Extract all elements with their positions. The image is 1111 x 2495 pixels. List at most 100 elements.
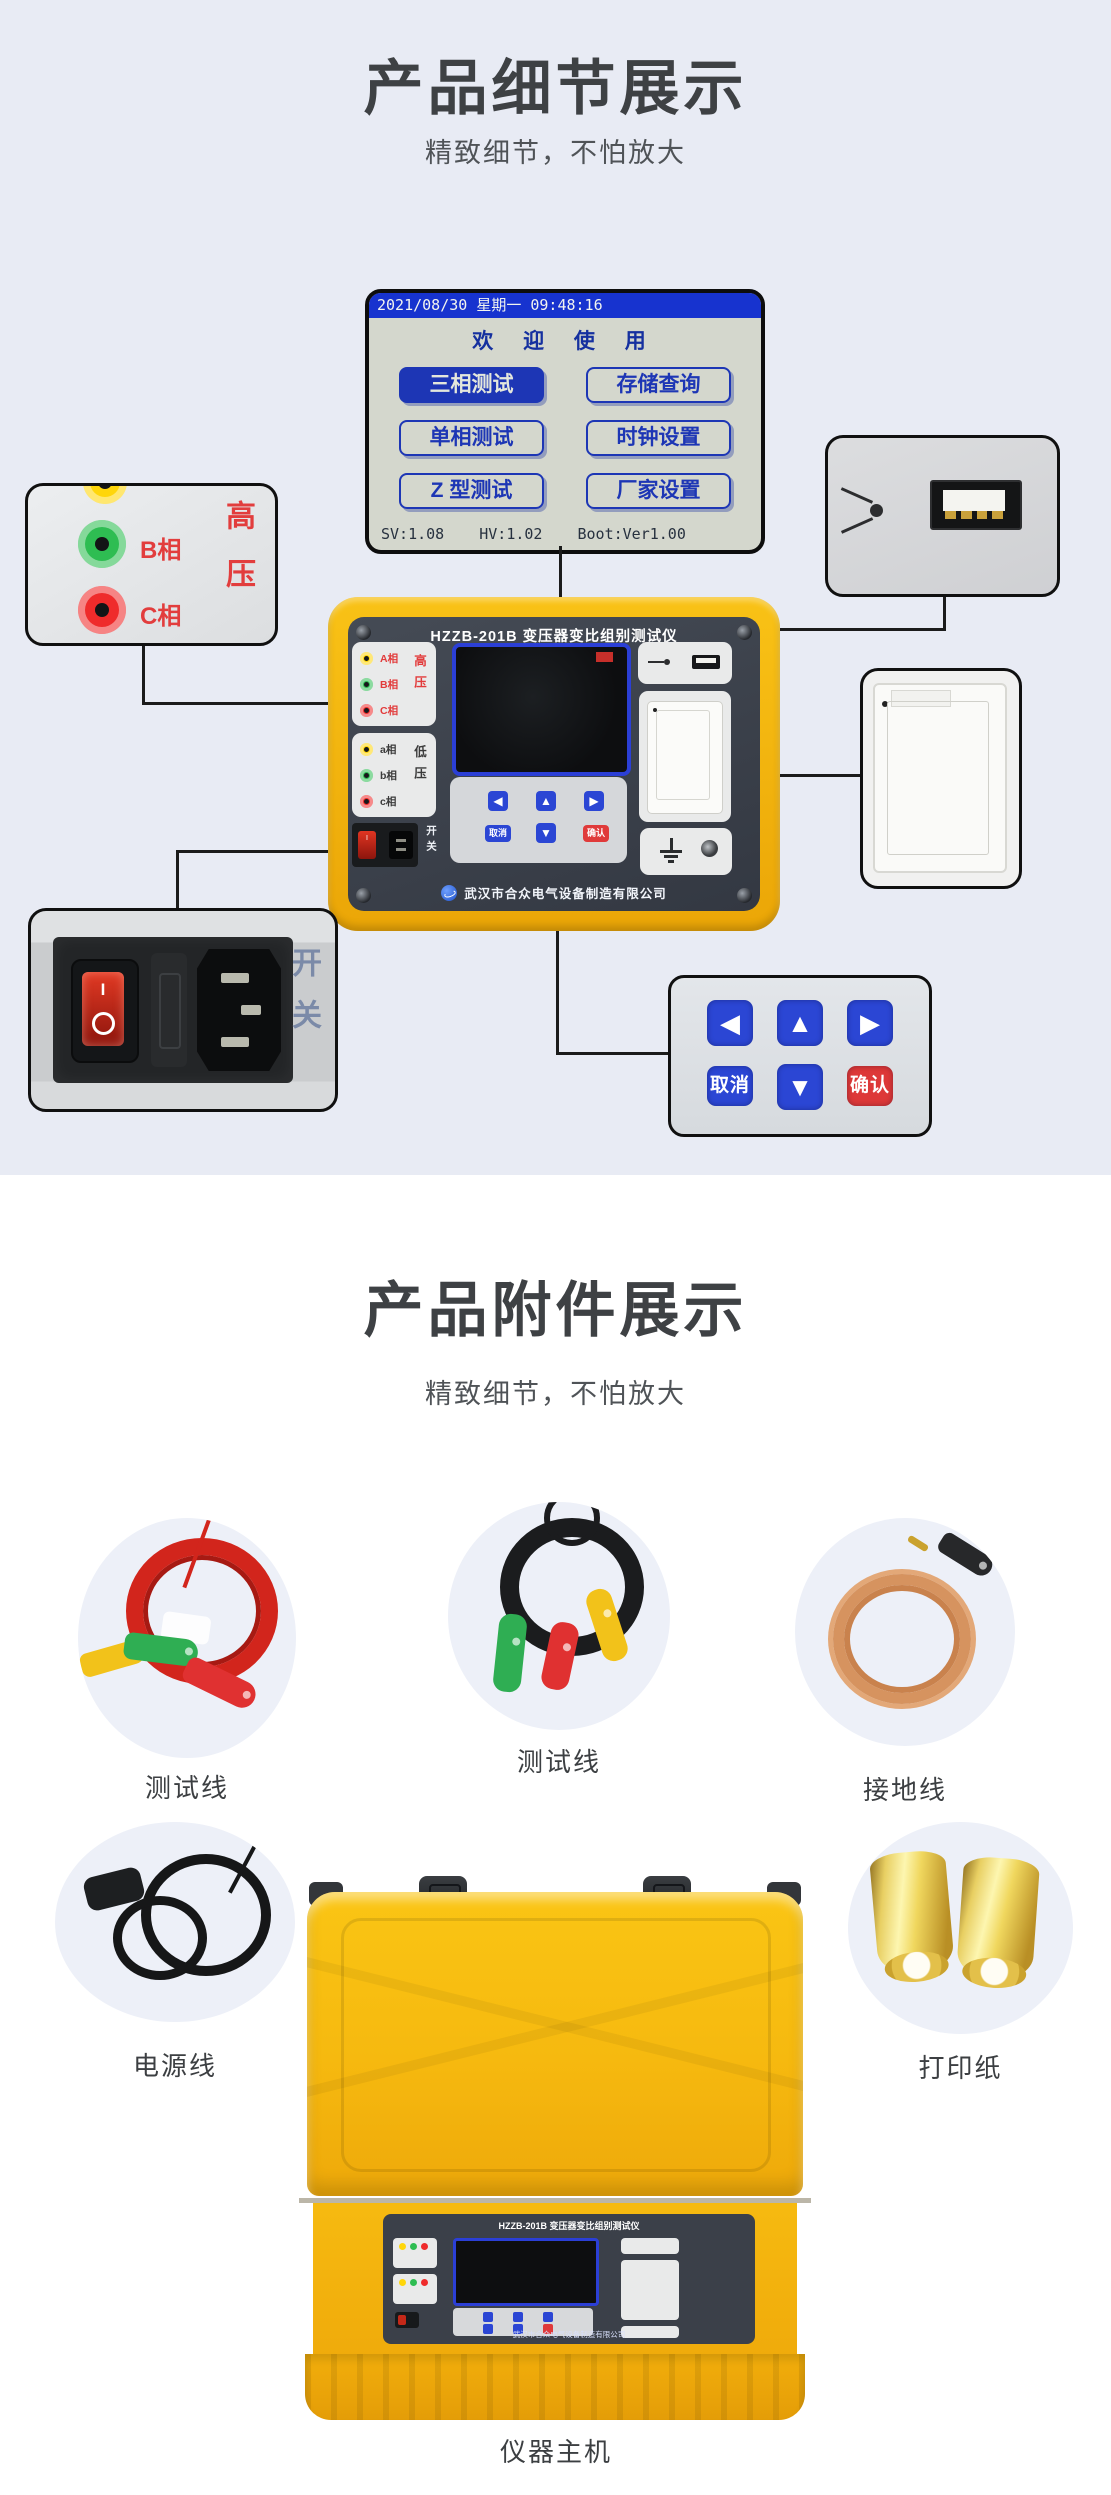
callout-line-keypad-vertical xyxy=(556,912,559,1054)
hv-callout-label: 高压 xyxy=(221,500,254,616)
cord-loop-small xyxy=(113,1896,207,1980)
terminal-a-phase-lv[interactable] xyxy=(360,742,373,756)
accessory-label: 测试线 xyxy=(144,1773,229,1803)
ground-jack[interactable] xyxy=(701,840,718,857)
device-front-panel: HZZB-201B 变压器变比组别测试仪 A相 B相 C相 高压 a相 b相 c… xyxy=(348,617,760,911)
lcd-version-footer: SV:1.08 HV:1.02 Boot:Ver1.00 xyxy=(381,525,712,543)
case-base xyxy=(305,2354,805,2420)
accessory-label: 测试线 xyxy=(516,1747,601,1777)
usb-symbol-line xyxy=(840,487,874,504)
down-arrow-key[interactable]: ▼ xyxy=(536,823,556,843)
usb-symbol-line xyxy=(840,517,874,534)
paper-roll xyxy=(955,1855,1041,1983)
lcd-menu-single-phase-test[interactable]: 单相测试 xyxy=(399,420,544,456)
rocker-switch-frame: I xyxy=(71,959,139,1063)
lcd-sv-version: SV:1.08 xyxy=(381,525,445,543)
black-clamp xyxy=(935,1530,997,1580)
screw-icon xyxy=(737,888,752,903)
device-keypad: ◀ ▲ ▶ 取消 ▼ 确认 xyxy=(450,777,627,863)
section-accessories-title: 产品附件展示 xyxy=(363,1277,748,1344)
mini-hv-panel xyxy=(393,2238,437,2268)
accessory-ground-wire xyxy=(795,1518,1015,1746)
callout-line-usb-vertical xyxy=(943,589,946,630)
switch-callout-label: 开关 xyxy=(287,947,320,1051)
cancel-key[interactable]: 取消 xyxy=(485,825,511,842)
accessory-printer-paper xyxy=(848,1822,1073,2034)
screw-icon xyxy=(737,625,752,640)
lv-side-label: 低压 xyxy=(412,745,426,788)
terminal-b-large xyxy=(78,520,126,568)
iec-inlet xyxy=(197,949,281,1071)
switch-off-mark xyxy=(91,1012,115,1035)
tester-device: HZZB-201B 变压器变比组别测试仪 A相 B相 C相 高压 a相 b相 c… xyxy=(328,597,780,931)
lcd-menu-storage-query[interactable]: 存储查询 xyxy=(586,367,731,403)
printer-dot xyxy=(882,701,888,707)
printer-door-large xyxy=(873,683,1007,873)
mini-usb-panel xyxy=(621,2238,679,2254)
terminal-b-phase-lv[interactable] xyxy=(360,768,373,782)
cancel-button[interactable]: 取消 xyxy=(707,1066,753,1106)
accessory-label: 打印纸 xyxy=(918,2053,1003,2083)
rocker-switch[interactable]: I xyxy=(82,972,124,1046)
keypad-callout: ◀ ▲ ▶ 取消 ▼ 确认 xyxy=(668,975,932,1137)
terminal-a-phase[interactable] xyxy=(360,651,373,665)
down-arrow-button[interactable]: ▼ xyxy=(777,1064,823,1110)
power-switch-callout: I 开关 xyxy=(28,908,338,1112)
printer-door[interactable] xyxy=(647,701,723,814)
red-sticker xyxy=(596,652,613,662)
lcd-menu-clock-setting[interactable]: 时钟设置 xyxy=(586,420,731,456)
mini-company-name: 武汉市合众电气设备制造有限公司 xyxy=(512,2330,626,2339)
copper-coil xyxy=(833,1574,971,1704)
callout-line-switch-horizontal xyxy=(176,850,354,853)
power-switch[interactable]: I xyxy=(358,831,376,859)
lcd-menu: 三相测试 存储查询 单相测试 时钟设置 Z 型测试 厂家设置 xyxy=(399,367,731,509)
terminal-label: b相 xyxy=(380,769,397,782)
terminal-c-label: C相 xyxy=(140,603,182,630)
right-arrow-button[interactable]: ▶ xyxy=(847,1000,893,1046)
case-device-panel: HZZB-201B 变压器变比组别测试仪 武汉市合众电气设 xyxy=(383,2214,755,2344)
accessory-label-main-unit: 仪器主机 xyxy=(499,2437,612,2467)
terminal-c-phase-lv[interactable] xyxy=(360,794,373,808)
lcd-menu-factory-setting[interactable]: 厂家设置 xyxy=(586,473,731,509)
lv-terminal-panel: a相 b相 c相 低压 xyxy=(352,733,436,817)
section-accessories-subtitle: 精致细节，不怕放大 xyxy=(425,1379,686,1409)
black-cable-loop xyxy=(544,1502,600,1546)
callout-line-hv-vertical xyxy=(142,639,145,705)
accessory-label: 电源线 xyxy=(132,2051,217,2081)
lcd-menu-three-phase-test[interactable]: 三相测试 xyxy=(399,367,544,403)
power-entry-area: I 开关 xyxy=(352,823,444,871)
lcd-menu-z-type-test[interactable]: Z 型测试 xyxy=(399,473,544,509)
screw-icon xyxy=(356,888,371,903)
device-lcd-screen xyxy=(452,643,631,776)
section-detail-subtitle: 精致细节，不怕放大 xyxy=(425,138,686,168)
lcd-boot-version: Boot:Ver1.00 xyxy=(577,525,686,543)
up-arrow-button[interactable]: ▲ xyxy=(777,1000,823,1046)
up-arrow-key[interactable]: ▲ xyxy=(536,791,556,811)
hv-side-label: 高压 xyxy=(412,654,426,697)
terminal-label: a相 xyxy=(380,743,397,756)
left-arrow-button[interactable]: ◀ xyxy=(707,1000,753,1046)
terminal-b-phase[interactable] xyxy=(360,677,373,691)
left-arrow-key[interactable]: ◀ xyxy=(488,791,508,811)
terminal-c-large xyxy=(78,586,126,634)
printer-panel xyxy=(639,691,731,822)
accessory-power-cord xyxy=(55,1822,295,2022)
terminal-a-partial xyxy=(83,486,127,504)
terminal-label: C相 xyxy=(380,704,399,717)
ground-symbol-icon xyxy=(658,838,684,864)
confirm-key[interactable]: 确认 xyxy=(583,825,609,842)
case-seam xyxy=(299,2198,811,2203)
terminal-c-phase[interactable] xyxy=(360,703,373,717)
right-arrow-key[interactable]: ▶ xyxy=(584,791,604,811)
hv-terminal-panel: A相 B相 C相 高压 xyxy=(352,642,436,726)
usb-symbol-dot xyxy=(870,504,883,517)
usb-port-large xyxy=(930,480,1022,530)
usb-port[interactable] xyxy=(692,655,720,669)
callout-line-switch-vertical xyxy=(176,850,179,910)
confirm-button[interactable]: 确认 xyxy=(847,1066,893,1106)
accessory-label: 接地线 xyxy=(862,1775,947,1805)
company-row: 武汉市合众电气设备制造有限公司 xyxy=(348,883,760,902)
mini-printer-panel xyxy=(621,2260,679,2320)
power-inlet-icon xyxy=(389,831,413,859)
